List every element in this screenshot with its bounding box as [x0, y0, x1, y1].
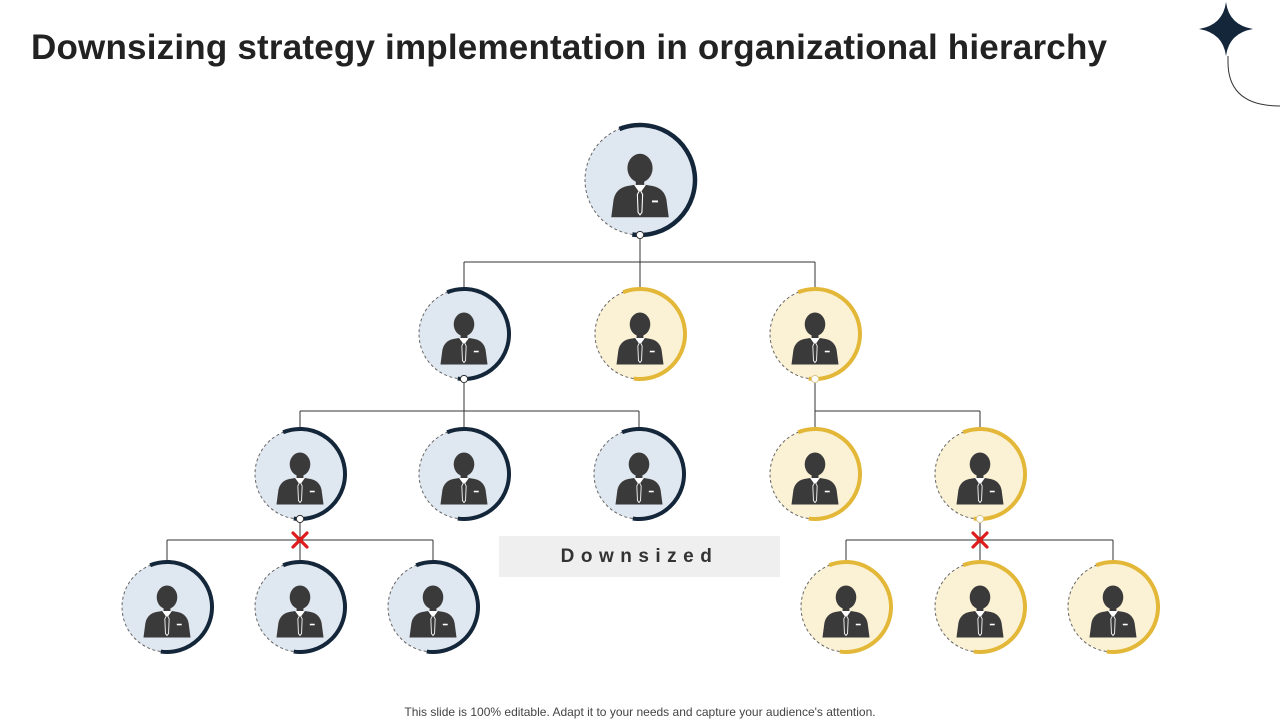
node-progress-arc	[282, 427, 348, 521]
person-icon	[143, 585, 191, 638]
org-node-retained	[121, 560, 215, 654]
org-node-downsized	[594, 287, 688, 381]
org-node-retained	[418, 427, 512, 521]
node-progress-arc	[618, 122, 698, 238]
node-progress-arc	[446, 427, 512, 521]
node-progress-arc	[962, 427, 1028, 521]
node-progress-arc	[962, 560, 1028, 654]
person-icon	[956, 585, 1004, 638]
star-icon	[1199, 2, 1253, 56]
cut-marks	[291, 230, 989, 549]
connector-dot	[975, 514, 985, 524]
node-progress-arc	[828, 560, 894, 654]
org-node-retained	[254, 427, 348, 521]
person-icon	[616, 312, 664, 365]
org-node-retained	[387, 560, 481, 654]
cut-x-mark	[291, 531, 309, 549]
person-icon	[409, 585, 457, 638]
node-progress-arc	[622, 287, 688, 381]
org-nodes	[121, 122, 1161, 654]
org-node-downsized	[1067, 560, 1161, 654]
connector-dot	[295, 514, 305, 524]
person-icon	[276, 452, 324, 505]
person-icon	[611, 153, 669, 218]
node-progress-arc	[446, 287, 512, 381]
person-icon	[440, 312, 488, 365]
connector-dot	[459, 374, 469, 384]
cut-x-mark	[971, 531, 989, 549]
node-progress-arc	[621, 427, 687, 521]
org-node-retained	[584, 122, 698, 238]
person-icon	[440, 452, 488, 505]
org-node-downsized	[769, 427, 863, 521]
node-progress-arc	[415, 560, 481, 654]
node-progress-arc	[797, 287, 863, 381]
decorative-curve	[1227, 56, 1280, 107]
node-progress-arc	[1095, 560, 1161, 654]
org-node-downsized	[769, 287, 863, 381]
org-node-downsized	[934, 427, 1028, 521]
node-progress-arc	[282, 560, 348, 654]
person-icon	[791, 312, 839, 365]
connector-lines	[166, 235, 1114, 562]
downsized-label: Downsized	[560, 545, 719, 567]
org-node-retained	[593, 427, 687, 521]
slide-title: Downsizing strategy implementation in or…	[31, 28, 1108, 67]
node-progress-arc	[149, 560, 215, 654]
org-node-downsized	[934, 560, 1028, 654]
org-node-retained	[254, 560, 348, 654]
downsized-label-box: Downsized	[499, 536, 780, 577]
person-icon	[956, 452, 1004, 505]
connector-dot	[810, 374, 820, 384]
person-icon	[822, 585, 870, 638]
node-progress-arc	[797, 427, 863, 521]
person-icon	[615, 452, 663, 505]
org-node-retained	[418, 287, 512, 381]
org-node-downsized	[800, 560, 894, 654]
person-icon	[791, 452, 839, 505]
connector-dot	[635, 230, 645, 240]
person-icon	[276, 585, 324, 638]
footer-note: This slide is 100% editable. Adapt it to…	[404, 705, 876, 719]
person-icon	[1089, 585, 1137, 638]
corner-decoration	[1199, 2, 1280, 107]
